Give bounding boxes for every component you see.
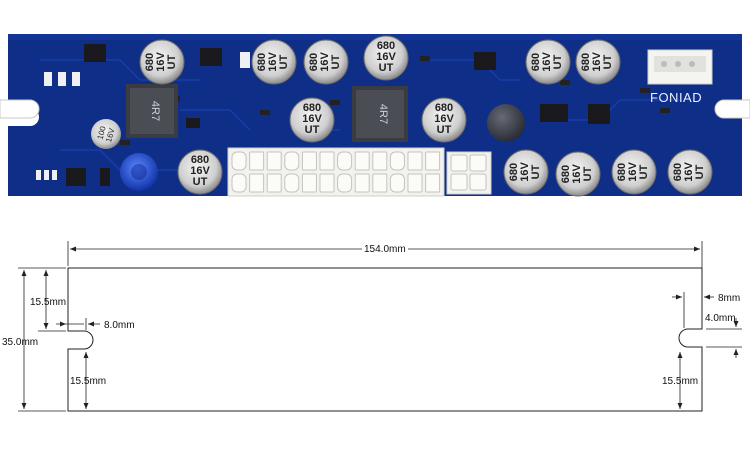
svg-text:4R7: 4R7 bbox=[377, 104, 389, 124]
capacitor-label: 16V bbox=[541, 52, 553, 72]
board-outline bbox=[67, 267, 703, 412]
capacitor-label: 16V bbox=[376, 51, 396, 63]
inductor-left: 4R7 bbox=[126, 84, 178, 138]
capacitor-label: 16V bbox=[434, 113, 454, 125]
capacitor-label: 16V bbox=[683, 162, 695, 182]
capacitor-label: 16V bbox=[267, 52, 279, 72]
dark-capacitor bbox=[487, 104, 525, 142]
capacitor-label: UT bbox=[530, 164, 542, 179]
capacitor-label: UT bbox=[193, 176, 208, 188]
inductor-center: 4R7 bbox=[352, 86, 408, 142]
capacitor-label: UT bbox=[694, 164, 706, 179]
capacitor-label: UT bbox=[305, 124, 320, 136]
capacitor-label: 680 bbox=[530, 53, 542, 71]
brand-label: FONIAD bbox=[650, 90, 702, 105]
ic-chip bbox=[186, 118, 200, 128]
capacitor-label: 16V bbox=[319, 52, 331, 72]
cpu-4pin-connector bbox=[446, 151, 492, 195]
capacitor-label: UT bbox=[552, 54, 564, 69]
capacitor-label: 16V bbox=[155, 52, 167, 72]
svg-text:4R7: 4R7 bbox=[149, 101, 161, 121]
dim-left-slot-depth: 8.0mm bbox=[104, 320, 135, 331]
capacitor-label: 680 bbox=[308, 53, 320, 71]
capacitor-label: 680 bbox=[672, 163, 684, 181]
capacitor-label: UT bbox=[278, 54, 290, 69]
dim-overall-width: 35.0mm bbox=[2, 337, 38, 348]
small-capacitor: 100 16V bbox=[91, 119, 121, 149]
capacitor-label: 16V bbox=[627, 162, 639, 182]
ic-chip bbox=[588, 104, 610, 124]
capacitor-label: UT bbox=[379, 62, 394, 74]
capacitor-label: 16V bbox=[591, 52, 603, 72]
dim-right-slot-depth: 8mm bbox=[718, 293, 740, 304]
ic-chip bbox=[200, 48, 222, 66]
dim-overall-length: 154.0mm bbox=[364, 244, 406, 255]
ic-chip bbox=[66, 168, 86, 186]
capacitor-label: UT bbox=[582, 166, 594, 181]
ic-chip bbox=[474, 52, 496, 70]
capacitor-label: 680 bbox=[616, 163, 628, 181]
capacitor-label: UT bbox=[638, 164, 650, 179]
capacitor-label: 16V bbox=[302, 113, 322, 125]
capacitor-label: 680 bbox=[144, 53, 156, 71]
capacitor-label: UT bbox=[437, 124, 452, 136]
capacitor-label: 16V bbox=[519, 162, 531, 182]
capacitor-label: 680 bbox=[435, 102, 453, 114]
capacitor-label: UT bbox=[330, 54, 342, 69]
capacitor-label: 680 bbox=[256, 53, 268, 71]
atx-24pin-connector bbox=[227, 147, 445, 197]
ic-chip bbox=[84, 44, 106, 62]
ic-chip bbox=[540, 104, 568, 122]
svg-text:16V: 16V bbox=[104, 126, 117, 143]
dimension-drawing: 154.0mm 35.0mm 15.5mm 8.0mm 15.5mm 8mm 4… bbox=[2, 241, 742, 412]
capacitor-label: 680 bbox=[191, 154, 209, 166]
dim-right-slot-width: 4.0mm bbox=[705, 313, 736, 324]
capacitor-label: UT bbox=[602, 54, 614, 69]
capacitor-label: 680 bbox=[580, 53, 592, 71]
capacitor-label: 680 bbox=[377, 40, 395, 52]
dim-left-upper: 15.5mm bbox=[30, 297, 66, 308]
capacitor-label: UT bbox=[166, 54, 178, 69]
dim-right-lower: 15.5mm bbox=[662, 376, 698, 387]
ic-chip bbox=[100, 168, 110, 186]
fan-connector bbox=[647, 49, 713, 85]
capacitor-label: 16V bbox=[571, 164, 583, 184]
capacitor-label: 680 bbox=[508, 163, 520, 181]
capacitor-label: 16V bbox=[190, 165, 210, 177]
capacitor-label: 680 bbox=[303, 102, 321, 114]
svg-text:100: 100 bbox=[96, 125, 108, 141]
capacitor-label: 680 bbox=[560, 165, 572, 183]
dim-left-lower: 15.5mm bbox=[70, 376, 106, 387]
